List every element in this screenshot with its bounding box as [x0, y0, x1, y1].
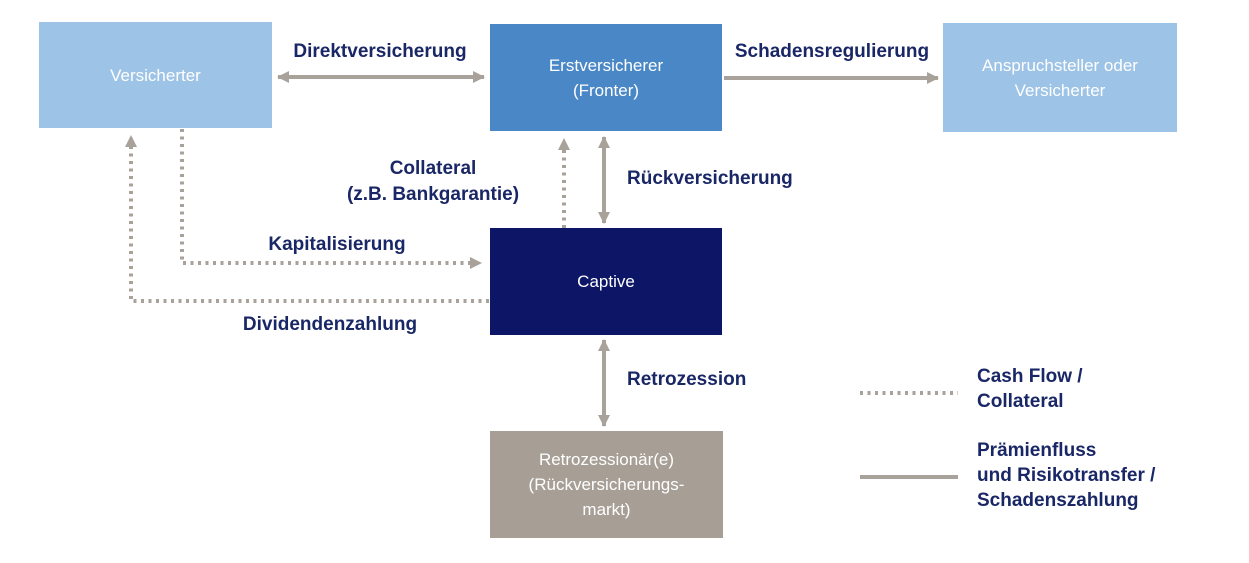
- legend-praemienfluss-label: Prämienfluss und Risikotransfer / Schade…: [977, 440, 1156, 511]
- label-dividendenzahlung: Dividendenzahlung: [242, 314, 418, 335]
- node-captive: Captive: [490, 228, 722, 335]
- label-collateral: Collateral (z.B. Bankgarantie): [346, 158, 520, 205]
- label-schadensregulierung: Schadensregulierung: [734, 41, 930, 62]
- node-erstversicherer: Erstversicherer (Fronter): [490, 24, 722, 131]
- node-versicherter: Versicherter: [39, 22, 272, 128]
- label-kapitalisierung: Kapitalisierung: [268, 234, 406, 255]
- arrow-dividendenzahlung: [125, 135, 489, 303]
- legend-cash-flow-label: Cash Flow / Collateral: [977, 366, 1083, 412]
- node-retrozessionaer: Retrozessionär(e) (Rückversicherungs- ma…: [490, 431, 723, 538]
- label-retrozession: Retrozession: [627, 369, 747, 390]
- label-rueckversicherung: Rückversicherung: [627, 168, 793, 189]
- label-direktversicherung: Direktversicherung: [293, 41, 467, 62]
- node-anspruchsteller: Anspruchsteller oder Versicherter: [943, 23, 1177, 132]
